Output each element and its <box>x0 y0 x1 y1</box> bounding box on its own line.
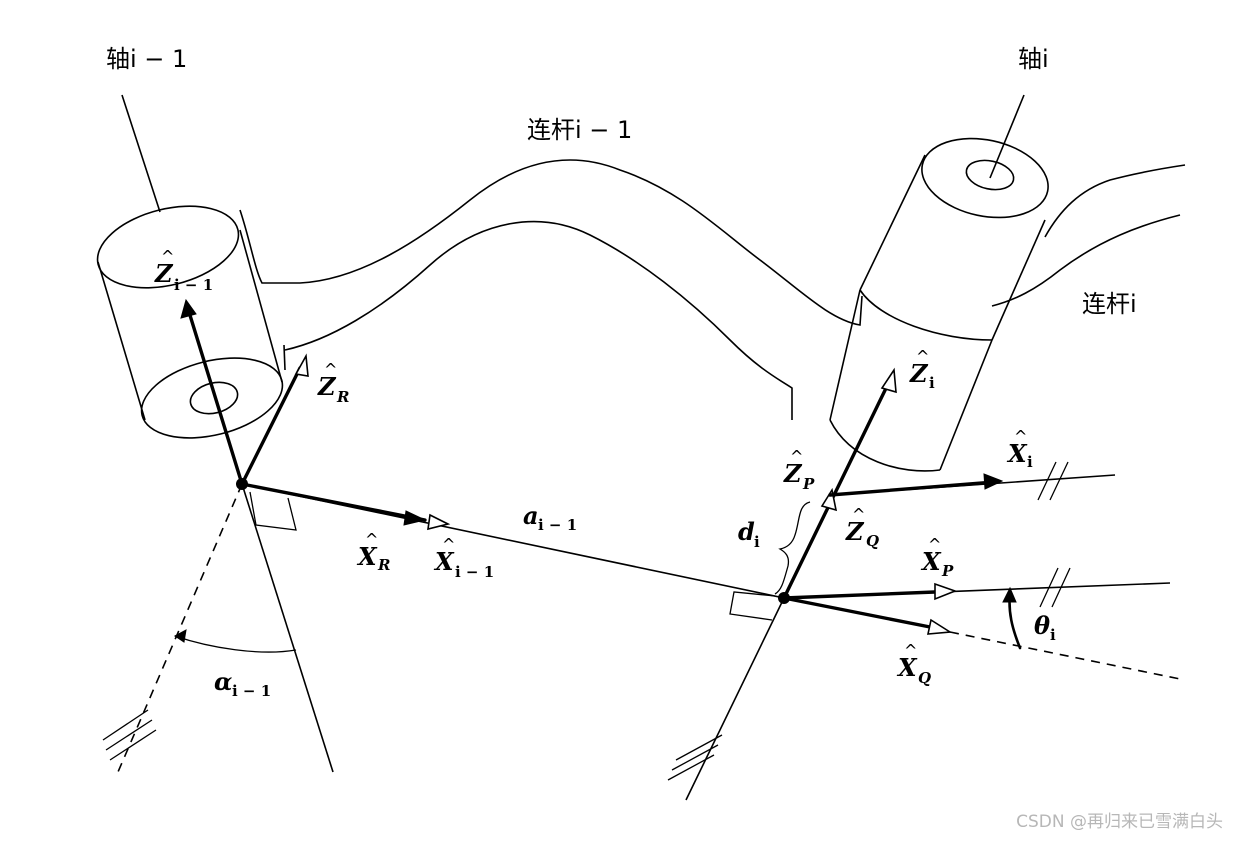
cylinder-right <box>829 137 1049 472</box>
svg-text:^: ^ <box>852 505 865 524</box>
svg-text:a: a <box>523 501 539 530</box>
frame-vectors <box>180 298 1004 635</box>
svg-text:Z: Z <box>317 372 337 401</box>
label-axis-i-minus-1: 轴i − 1 <box>106 45 187 73</box>
symbol-x-p: ^ X P <box>920 535 954 580</box>
svg-text:^: ^ <box>1014 427 1027 446</box>
svg-text:R: R <box>336 388 349 406</box>
symbol-z-q: ^ Z Q <box>845 505 879 550</box>
symbol-z-i-minus-1: ^ Z i − 1 <box>154 247 213 294</box>
symbol-x-q: ^ X Q <box>896 641 931 687</box>
axis-i-minus-1-bottom <box>241 483 334 773</box>
right-angle-markers <box>249 491 776 621</box>
svg-text:^: ^ <box>904 641 917 660</box>
svg-text:Z: Z <box>845 517 865 546</box>
axis-i-minus-1-top <box>121 94 161 213</box>
link-body <box>239 159 1186 420</box>
symbol-alpha-i-minus-1: α i − 1 <box>214 667 271 700</box>
svg-text:α: α <box>214 667 232 696</box>
svg-text:P: P <box>802 475 815 493</box>
angle-arcs <box>174 586 1022 653</box>
svg-text:P: P <box>941 562 954 580</box>
svg-text:i − 1: i − 1 <box>455 563 494 581</box>
svg-text:^: ^ <box>916 347 929 366</box>
svg-text:Z: Z <box>154 259 174 288</box>
origin-frame-i <box>778 592 790 604</box>
svg-text:i: i <box>754 533 760 551</box>
svg-text:X: X <box>896 653 918 682</box>
symbol-theta-i: θ i <box>1034 611 1056 644</box>
cylinder-left <box>96 205 284 439</box>
svg-text:i: i <box>929 374 935 392</box>
svg-text:^: ^ <box>928 535 941 554</box>
svg-text:i − 1: i − 1 <box>174 276 213 294</box>
symbol-z-i: ^ Z i <box>909 347 935 392</box>
hash-marks <box>102 461 1071 781</box>
svg-text:Q: Q <box>918 669 931 687</box>
svg-text:d: d <box>738 517 755 546</box>
svg-text:^: ^ <box>790 447 803 466</box>
watermark: CSDN @再归来已雪满白头 <box>1016 812 1223 832</box>
svg-text:^: ^ <box>324 360 337 379</box>
axis-i-top <box>989 94 1025 179</box>
svg-text:R: R <box>377 556 390 574</box>
svg-text:X: X <box>433 547 455 576</box>
symbol-x-i-minus-1: ^ X i − 1 <box>433 535 494 581</box>
brace-di <box>774 501 811 595</box>
svg-text:Z: Z <box>909 359 929 388</box>
svg-text:θ: θ <box>1034 611 1050 640</box>
svg-text:i: i <box>1027 453 1033 471</box>
axis-i-minus-1-projection <box>117 483 243 773</box>
svg-text:^: ^ <box>365 530 378 549</box>
label-link-i-minus-1: 连杆i − 1 <box>527 116 632 144</box>
svg-text:Z: Z <box>783 459 803 488</box>
svg-text:i: i <box>1050 626 1056 644</box>
symbol-z-p: ^ Z P <box>783 447 815 493</box>
label-axis-i: 轴i <box>1018 45 1049 73</box>
axis-i-bottom <box>685 597 785 801</box>
symbol-z-r: ^ Z R <box>317 360 349 406</box>
label-link-i: 连杆i <box>1082 290 1137 318</box>
svg-text:^: ^ <box>161 247 174 266</box>
symbol-d-i: d i <box>738 517 760 551</box>
svg-text:Q: Q <box>866 532 879 550</box>
origin-frame-i-minus-1 <box>236 478 248 490</box>
svg-text:X: X <box>356 542 378 571</box>
svg-text:i − 1: i − 1 <box>232 682 271 700</box>
svg-text:i − 1: i − 1 <box>538 516 577 534</box>
symbol-x-i: ^ X i <box>1006 427 1033 471</box>
symbol-a-i-minus-1: a i − 1 <box>523 501 577 534</box>
symbol-x-r: ^ X R <box>356 530 390 574</box>
svg-text:^: ^ <box>442 535 455 554</box>
svg-text:X: X <box>920 547 942 576</box>
svg-text:X: X <box>1006 439 1028 468</box>
